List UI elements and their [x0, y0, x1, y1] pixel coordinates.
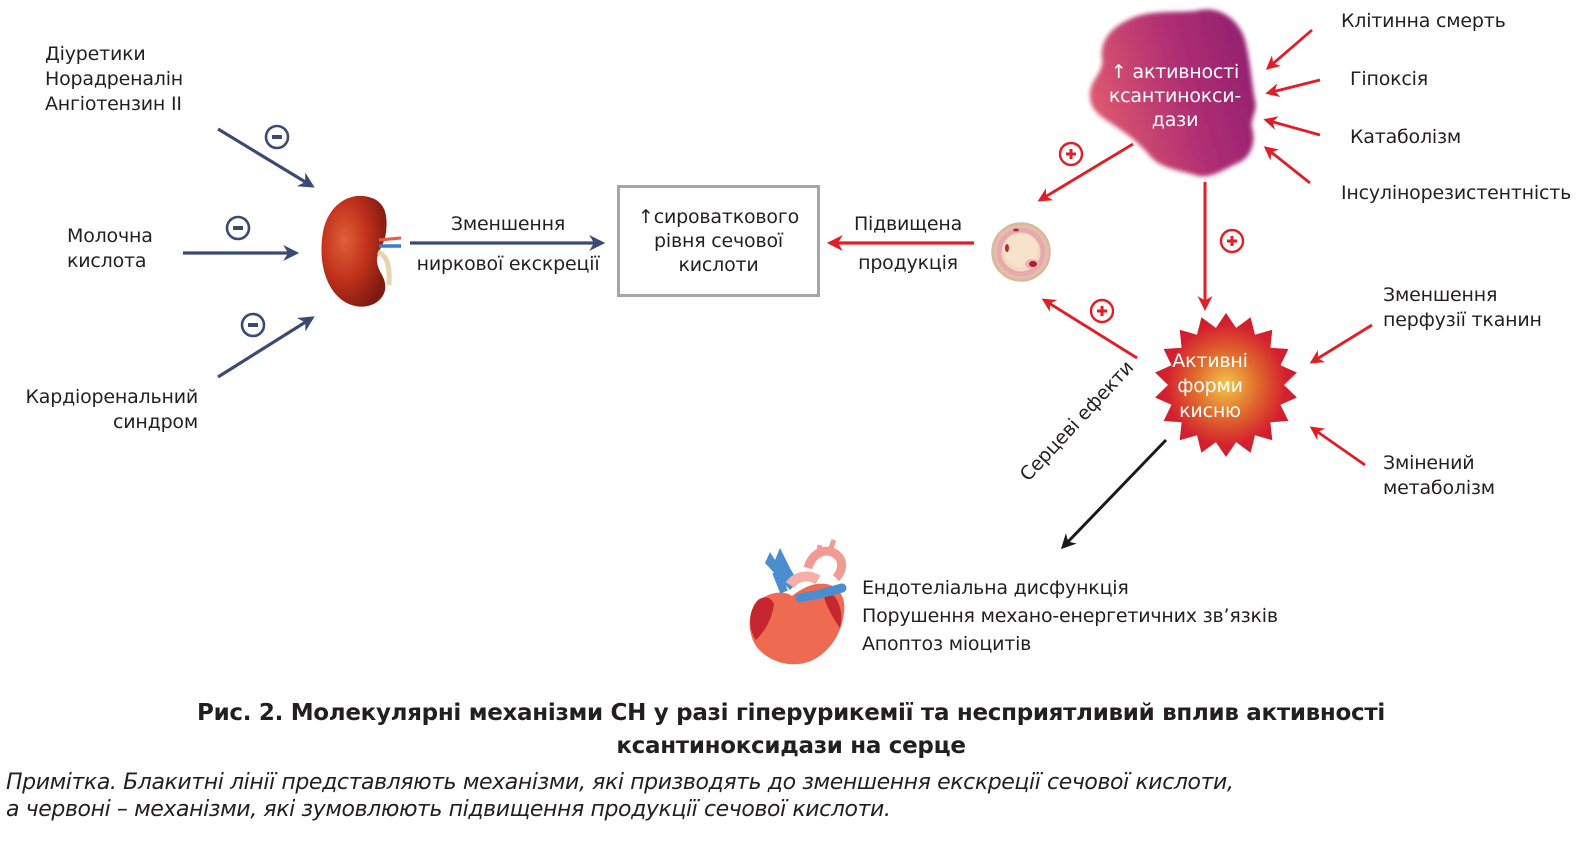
minus-sign-icon [225, 215, 251, 241]
arrow-xo-to-cell [1037, 142, 1134, 202]
minus-sign-icon [240, 312, 266, 338]
ros-input-line: Зменшення [1383, 284, 1498, 306]
input-label: Норадреналін [45, 68, 184, 90]
xo-input-cell-death: Клітинна смерть [1341, 10, 1506, 32]
ros-input-metabolism: Змінений метаболізм [1383, 451, 1495, 501]
figure-note-line: Примітка. Блакитні лінії представляють м… [6, 770, 1234, 795]
xo-input-insulin-resistance: Інсулінорезистентність [1341, 182, 1572, 204]
figure-note: Примітка. Блакитні лінії представляють м… [6, 769, 1234, 823]
excretion-label-top: Зменшення [450, 213, 566, 235]
input-label: кислота [67, 250, 147, 272]
plus-sign-icon [1058, 141, 1084, 167]
input-cardiorenal: Кардіоренальний синдром [20, 385, 198, 435]
up-arrow-icon: ↑ [637, 206, 654, 228]
production-label-bottom: продукція [858, 252, 958, 274]
arrow-perfusion [1309, 323, 1373, 364]
plus-sign-icon [1219, 228, 1245, 254]
xo-line: ксантинокси- [1108, 85, 1242, 107]
minus-sign-icon [264, 124, 290, 150]
figure-title-line: Рис. 2. Молекулярні механізми СН у разі … [197, 700, 1385, 726]
arrow-metabolism [1309, 426, 1366, 467]
ros-label: Активні форми кисню [1160, 349, 1260, 424]
xo-input-catabolism: Катаболізм [1350, 126, 1462, 148]
box-line: кислоти [678, 254, 759, 276]
ros-star-shape [1155, 313, 1297, 457]
ros-line: Активні [1172, 350, 1248, 372]
ros-input-line: Змінений [1383, 452, 1475, 474]
ros-input-line: метаболізм [1383, 477, 1495, 499]
input-label: Діуретики [45, 43, 146, 65]
xanthine-oxidase-blob [1089, 9, 1256, 177]
input-label: Молочна [67, 225, 153, 247]
ros-input-line: перфузії тканин [1383, 309, 1542, 331]
figure-title-line: ксантиноксидази на серце [616, 733, 966, 759]
xanthine-oxidase-label: ↑ активності ксантинокси- дази [1095, 60, 1255, 132]
kidney-icon [321, 195, 402, 307]
arrow-cell-death [1265, 28, 1313, 70]
arrow-hypoxia [1265, 78, 1321, 98]
ros-line: кисню [1179, 400, 1241, 422]
production-label-top: Підвищена [853, 213, 963, 235]
up-arrow-icon: ↑ [1110, 61, 1127, 83]
input-lactic-acid: Молочна кислота [67, 224, 153, 274]
ros-line: форми [1177, 375, 1243, 397]
heart-icon [749, 539, 847, 665]
arrow-insulin-resistance [1263, 146, 1311, 185]
ros-input-perfusion: Зменшення перфузії тканин [1383, 283, 1542, 333]
arrow-cardiac-effects [1060, 438, 1168, 550]
input-diuretics-group: Діуретики Норадреналін Ангіотензин II [45, 42, 183, 117]
cardiac-effect-item: Порушення механо-енергетичних зв’язків [862, 605, 1278, 627]
cardiac-effect-item: Апоптоз міоцитів [862, 633, 1032, 655]
box-line: рівня сечової [654, 230, 783, 252]
figure-note-line: а червоні – механізми, які зумовлюють пі… [6, 797, 891, 822]
xo-line: активності [1132, 61, 1240, 83]
excretion-label-bottom: ниркової екскреції [416, 253, 600, 275]
cardiac-effects-list: Ендотеліальна дисфункція Порушення механ… [862, 574, 1278, 658]
arrow-ros-to-cell [1041, 298, 1138, 360]
xo-input-hypoxia: Гіпоксія [1350, 68, 1428, 90]
xo-line: дази [1151, 109, 1199, 131]
cell-icon [991, 222, 1051, 282]
serum-uric-acid-box: ↑сироваткового рівня сечової кислоти [617, 185, 820, 297]
input-label: Ангіотензин II [45, 93, 182, 115]
arrow-catabolism [1263, 116, 1321, 137]
input-label: Кардіоренальний [25, 386, 198, 408]
arrow-cardiorenal-to-kidney [217, 316, 315, 379]
cardiac-effect-item: Ендотеліальна дисфункція [862, 577, 1129, 599]
input-label: синдром [113, 411, 198, 433]
box-line: сироваткового [653, 206, 800, 228]
plus-sign-icon [1089, 298, 1115, 324]
arrow-diuretics-to-kidney [217, 127, 315, 188]
figure-title: Рис. 2. Молекулярні механізми СН у разі … [0, 697, 1582, 763]
